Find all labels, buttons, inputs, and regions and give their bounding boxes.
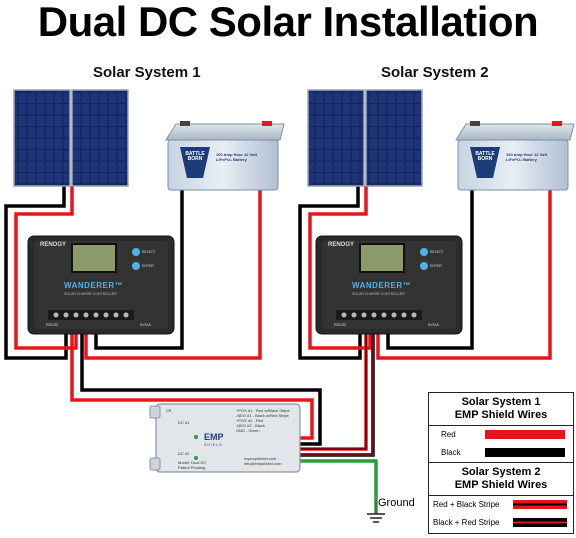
charge-controller-2 <box>315 235 463 335</box>
controller-2-usb-label: 5V/2A <box>428 322 439 327</box>
legend-2-row-black-red-label: Black + Red Stripe <box>433 518 500 527</box>
controller-2-port-label: RS232 <box>334 322 347 327</box>
panel-1-black-wire <box>4 186 68 360</box>
emp-1-black-wire <box>80 334 322 446</box>
controller-1-port-label: RS232 <box>46 322 59 327</box>
emp-shield-device <box>149 403 301 473</box>
emp-logo: EMP <box>204 432 224 442</box>
emp-dc2-label: DC #2 <box>178 451 190 456</box>
emp-logo-sub: SHIELD <box>204 443 223 447</box>
legend-1-red-swatch <box>485 430 565 439</box>
controller-1-usb-label: 5V/2A <box>140 322 151 327</box>
solar-panel-2 <box>307 89 423 187</box>
legend-2-row-red-black-label: Red + Black Stripe <box>433 500 500 509</box>
battery-1-black-wire <box>94 182 184 350</box>
legend-2-red-black-swatch <box>513 500 567 509</box>
battery-2 <box>455 121 575 191</box>
emp-wire-list: +POS #1 - Red w/Black Stripe -NEG #1 - B… <box>236 408 290 433</box>
emp-ce-mark: CE <box>166 408 172 413</box>
panel-2-red-wire <box>308 186 372 350</box>
controller-2-enter-label: ENTER <box>430 264 442 268</box>
ground-label: Ground <box>378 497 415 509</box>
charge-controller-1 <box>27 235 175 335</box>
controller-1-select-label: SELECT <box>142 250 156 254</box>
system-1-wires <box>4 154 322 446</box>
battery-2-black-wire <box>386 182 474 350</box>
controller-2-select-label: SELECT <box>430 250 444 254</box>
emp-dc1-label: DC #1 <box>178 420 190 425</box>
controller-1-subtitle: SOLAR CHARGE CONTROLLER <box>64 292 117 296</box>
controller-1-brand: RENOGY <box>40 242 67 248</box>
page-title: Dual DC Solar Installation <box>37 0 539 45</box>
system-2-wires <box>298 154 552 514</box>
legend-1-black-swatch <box>485 448 565 457</box>
emp-1-red-wire <box>70 334 314 440</box>
legend-2-black-red-swatch <box>513 518 567 527</box>
battery-2-red-wire <box>376 154 552 360</box>
battery-1-red-wire <box>84 154 262 360</box>
panel-2-black-wire <box>298 186 362 360</box>
controller-1-model: WANDERER™ <box>64 281 124 290</box>
system-1-title: Solar System 1 <box>93 64 201 81</box>
ground-symbol <box>367 500 385 523</box>
legend-1-row-red-label: Red <box>441 430 456 439</box>
controller-2-subtitle: SOLAR CHARGE CONTROLLER <box>352 292 405 296</box>
controller-2-brand: RENOGY <box>328 242 355 248</box>
ground-wire <box>300 459 378 514</box>
controller-2-model: WANDERER™ <box>352 281 412 290</box>
system-2-title: Solar System 2 <box>381 64 489 81</box>
legend-1-row-black-label: Black <box>441 448 461 457</box>
controller-1-enter-label: ENTER <box>142 264 154 268</box>
solar-panel-1 <box>13 89 129 187</box>
battery-1 <box>165 121 285 191</box>
panel-1-red-wire <box>14 186 78 350</box>
